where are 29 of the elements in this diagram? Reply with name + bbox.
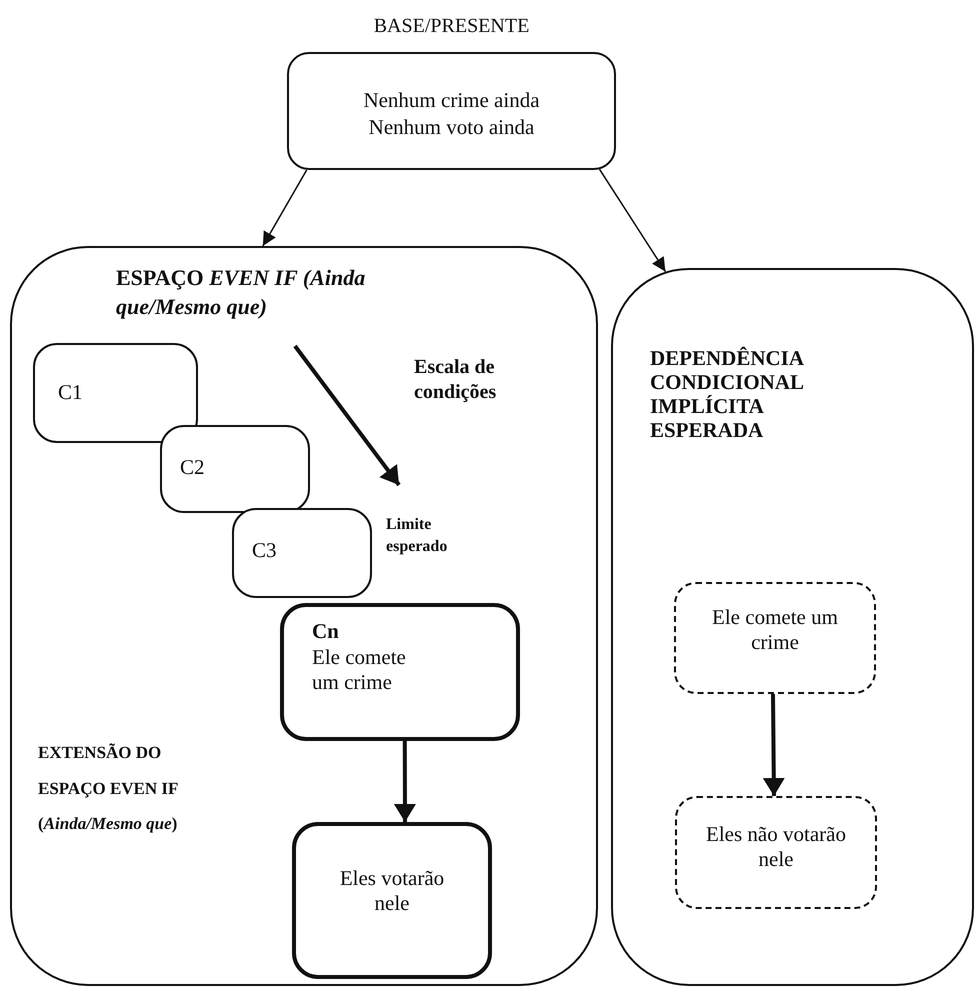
panel-note: EXTENSÃO DO ESPAÇO EVEN IF (Ainda/Mesmo que) <box>38 742 179 836</box>
space-panel <box>10 246 598 986</box>
arrow <box>598 168 666 272</box>
box-text: Nenhum crime ainda <box>362 88 541 114</box>
box-text: C1 <box>58 380 84 406</box>
box-text: Ele comete um crime <box>711 605 839 656</box>
outcome-box <box>292 822 492 979</box>
scale-label: Escala de condições <box>414 355 498 405</box>
box-text: Nenhum voto ainda <box>368 115 536 140</box>
panel-heading: DEPENDÊNCIA CONDICIONAL IMPLÍCITA ESPERADA <box>650 346 804 443</box>
arrow <box>762 694 785 796</box>
box-text: Eles votarão nele <box>338 866 446 916</box>
box-text: Eles não votarão nele <box>705 822 847 872</box>
card-heading: Cn <box>312 619 340 644</box>
panel-heading: ESPAÇO EVEN IF (Ainda que/Mesmo que) <box>116 264 366 321</box>
arrow <box>394 741 416 822</box>
scale-label: Limite esperado <box>386 515 448 558</box>
condition-card <box>33 343 198 443</box>
dependency-panel <box>611 268 974 986</box>
box-heading: BASE/PRESENTE <box>372 14 530 38</box>
box-text: C2 <box>180 455 206 480</box>
arrow <box>262 170 308 246</box>
condition-card <box>280 603 520 741</box>
card-text: Ele comete um crime <box>312 645 407 696</box>
condition-box <box>674 582 876 694</box>
condition-card <box>160 425 310 513</box>
outcome-box <box>675 796 877 909</box>
box-text: C3 <box>252 538 278 564</box>
condition-card <box>232 508 372 598</box>
